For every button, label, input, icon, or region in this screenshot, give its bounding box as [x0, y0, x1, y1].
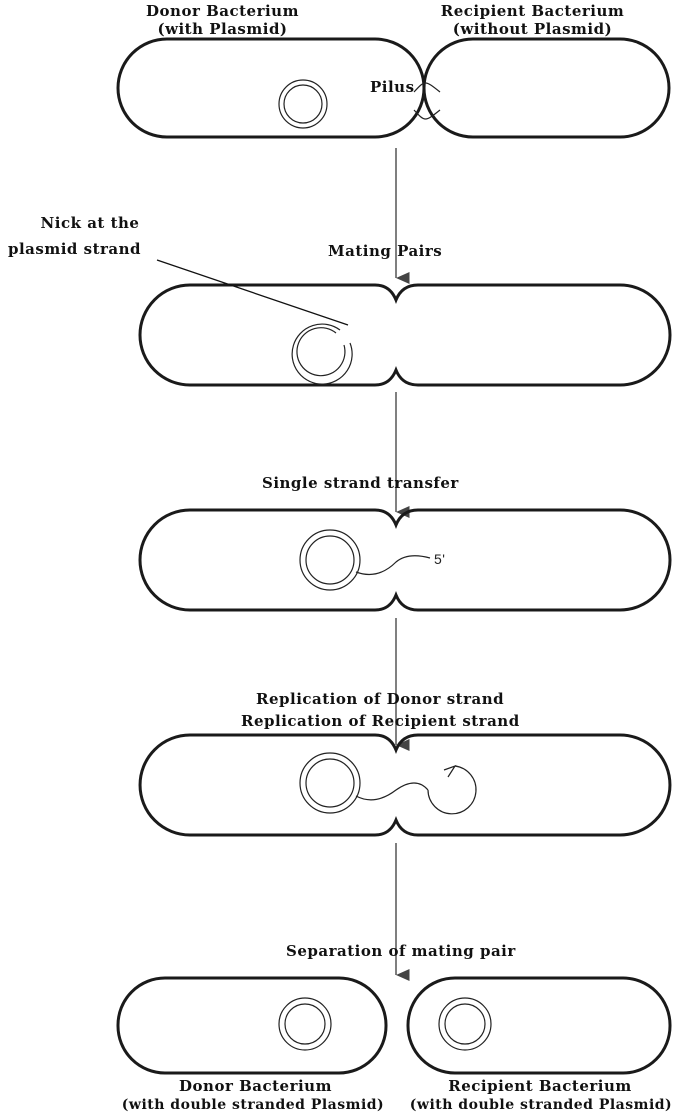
pilus-label: Pilus [370, 78, 415, 96]
final-recipient-subtitle: (with double stranded Plasmid) [396, 1096, 686, 1114]
recipient-cell [424, 39, 669, 137]
final-recipient-title: Recipient Bacterium [400, 1077, 680, 1095]
plasmid-icon [300, 530, 360, 590]
recipient-new-plasmid-icon [428, 766, 476, 814]
replication-donor-label: Replication of Donor strand [256, 690, 504, 708]
transferred-strand [356, 783, 428, 800]
nicked-plasmid-icon [292, 324, 352, 384]
five-prime-label: 5' [434, 550, 445, 568]
nick-label-line2: plasmid strand [8, 240, 141, 258]
final-donor-subtitle: (with double stranded Plasmid) [118, 1096, 388, 1114]
final-donor-title: Donor Bacterium [118, 1077, 393, 1095]
mating-pair-cells [140, 285, 670, 385]
donor-title: Donor Bacterium [130, 2, 315, 20]
plasmid-icon [279, 998, 331, 1050]
replication-recipient-label: Replication of Recipient strand [241, 712, 520, 730]
nick-pointer-line [157, 260, 348, 325]
separation-label: Separation of mating pair [286, 942, 516, 960]
transferred-strand [356, 556, 430, 575]
recipient-cell [408, 978, 670, 1073]
plasmid-icon [300, 753, 360, 813]
recipient-subtitle: (without Plasmid) [400, 20, 665, 38]
donor-subtitle: (with Plasmid) [130, 20, 315, 38]
recipient-title: Recipient Bacterium [400, 2, 665, 20]
plasmid-icon [279, 80, 327, 128]
mating-pair-cells [140, 510, 670, 610]
mating-pairs-label: Mating Pairs [328, 242, 442, 260]
single-strand-transfer-label: Single strand transfer [262, 474, 459, 492]
plasmid-icon [439, 998, 491, 1050]
nick-label-line1: Nick at the [20, 214, 160, 232]
donor-cell [118, 978, 386, 1073]
